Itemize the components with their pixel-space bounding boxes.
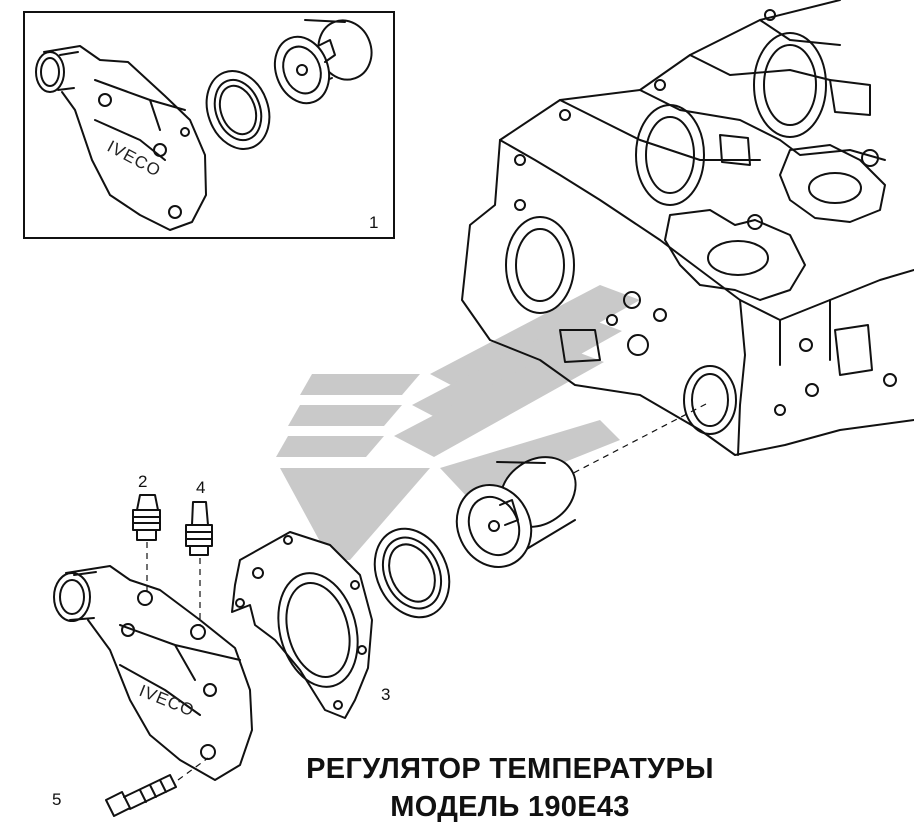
callout-4: 4 <box>196 478 205 497</box>
bolt <box>105 757 209 817</box>
gasket <box>231 531 373 719</box>
thermostat <box>455 456 577 568</box>
inset-thermostat <box>273 19 373 105</box>
assembly-axis <box>507 403 707 511</box>
callout-3: 3 <box>381 685 390 704</box>
callout-1: 1 <box>369 213 378 232</box>
inset-housing-brand: IVECO <box>104 137 164 181</box>
sensor-left <box>132 494 161 596</box>
callout-5: 5 <box>52 790 61 809</box>
callout-2: 2 <box>138 472 147 491</box>
inset-seal-ring <box>205 70 271 150</box>
diagram-title-line2: МОДЕЛЬ 190Е43 <box>390 791 629 823</box>
sensor-right <box>185 501 213 625</box>
engine-block <box>461 0 914 456</box>
inset-housing <box>35 45 207 231</box>
housing-brand: IVECO <box>137 681 198 720</box>
seal-ring <box>373 527 451 619</box>
watermark-logo <box>276 285 640 560</box>
housing <box>53 565 253 781</box>
diagram-title-line1: РЕГУЛЯТОР ТЕМПЕРАТУРЫ <box>306 753 714 785</box>
inset-frame <box>23 11 395 239</box>
